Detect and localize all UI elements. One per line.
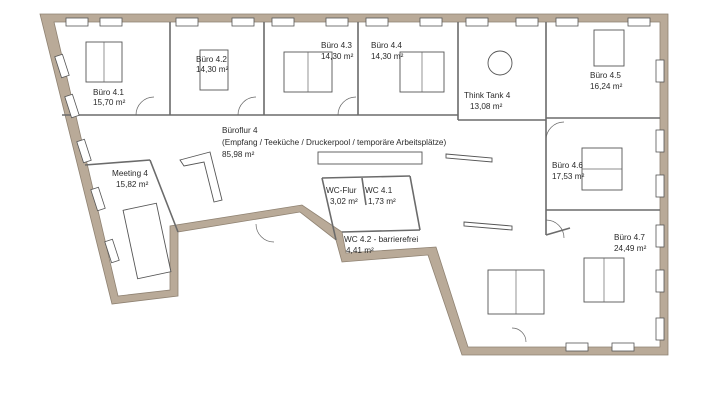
room-name-buero-4-5: Büro 4.5	[590, 71, 621, 80]
room-name-think-tank-4: Think Tank 4	[464, 91, 511, 100]
room-name-buero-4-6: Büro 4.6	[552, 161, 583, 170]
room-name-wc-4-1: WC 4.1	[365, 186, 393, 195]
outer-walls	[39, 13, 669, 356]
room-area-buero-4-7: 24,49 m²	[614, 244, 647, 253]
room-area-buero-4-5: 16,24 m²	[590, 82, 623, 91]
room-name-wc-flur: WC-Flur	[326, 186, 357, 195]
room-area-think-tank-4: 13,08 m²	[470, 102, 503, 111]
room-name-meeting-4: Meeting 4	[112, 169, 148, 178]
room-area-buero-4-4: 14,30 m²	[371, 52, 404, 61]
room-area-buero-4-3: 14,30 m²	[321, 52, 354, 61]
room-area-meeting-4: 15,82 m²	[116, 180, 149, 189]
doors	[135, 96, 565, 343]
room-sub-bueroflur-4: (Empfang / Teeküche / Druckerpool / temp…	[222, 138, 446, 147]
room-name-buero-4-1: Büro 4.1	[93, 88, 124, 97]
room-name-buero-4-3: Büro 4.3	[321, 41, 352, 50]
room-area-wc-4-2: 4,41 m²	[346, 246, 374, 255]
room-area-wc-4-1: 1,73 m²	[368, 197, 396, 206]
room-area-buero-4-6: 17,53 m²	[552, 172, 585, 181]
room-name-wc-4-2: WC 4.2 - barrierefrei	[344, 235, 418, 244]
room-labels: Büro 4.1 15,70 m² Büro 4.2 14,30 m² Büro…	[93, 41, 647, 255]
room-name-buero-4-7: Büro 4.7	[614, 233, 645, 242]
windows	[54, 17, 665, 352]
interior-walls	[62, 22, 660, 241]
furniture	[85, 29, 625, 315]
room-area-wc-flur: 3,02 m²	[330, 197, 358, 206]
room-name-buero-4-4: Büro 4.4	[371, 41, 402, 50]
room-name-buero-4-2: Büro 4.2	[196, 55, 227, 64]
room-area-bueroflur-4: 85,98 m²	[222, 150, 255, 159]
room-name-bueroflur-4: Büroflur 4	[222, 126, 258, 135]
room-area-buero-4-2: 14,30 m²	[196, 65, 229, 74]
room-area-buero-4-1: 15,70 m²	[93, 98, 126, 107]
